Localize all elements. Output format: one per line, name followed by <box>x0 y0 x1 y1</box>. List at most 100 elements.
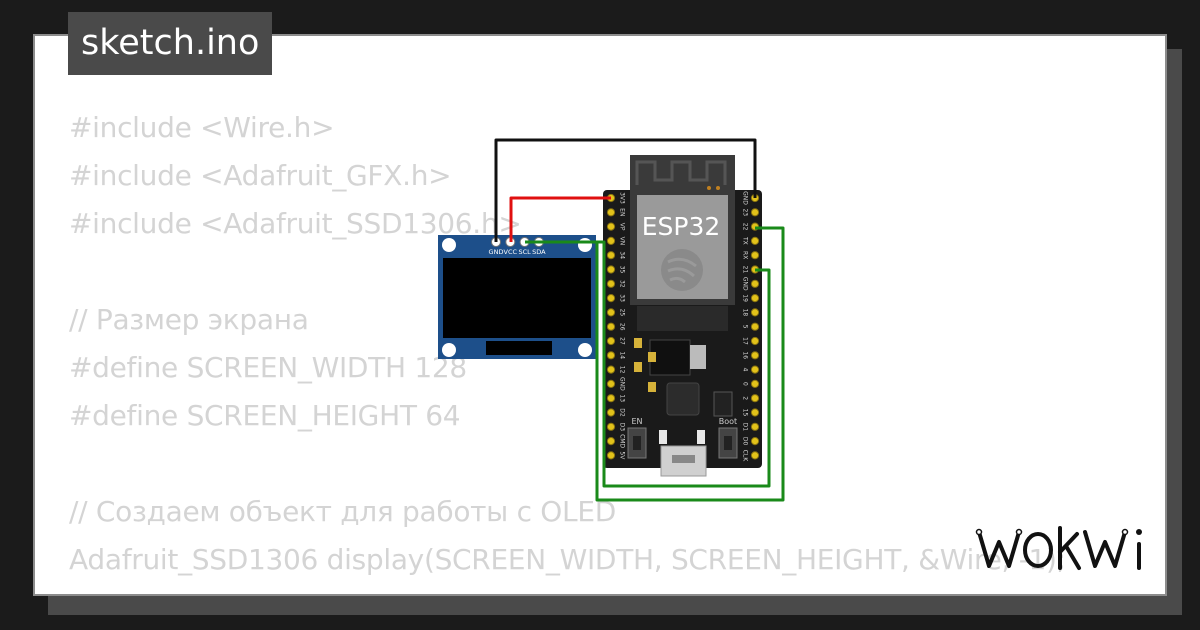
oled-screen <box>443 258 591 338</box>
wire-gnd[interactable] <box>494 138 757 242</box>
esp32-pin-gnd[interactable] <box>750 279 760 288</box>
smd-component <box>690 345 706 369</box>
smd-component <box>697 430 705 444</box>
esp32-pin-label: D0 <box>742 437 749 446</box>
en-button-cap <box>633 436 641 450</box>
esp32-pin-cmd[interactable] <box>606 437 616 446</box>
esp32-pin-33[interactable] <box>606 294 616 303</box>
smd-transistor <box>713 391 733 417</box>
code-preview: #include <Wire.h> #include <Adafruit_GFX.… <box>69 104 1066 584</box>
esp32-pin-18[interactable] <box>750 308 760 317</box>
esp32-pin-label: 26 <box>619 323 626 331</box>
esp32-pin-4[interactable] <box>750 365 760 374</box>
esp32-pin-label: 12 <box>619 366 626 374</box>
esp32-pin-label: CLK <box>742 450 749 463</box>
esp32-pin-23[interactable] <box>750 208 760 217</box>
esp32-pin-d1[interactable] <box>750 422 760 431</box>
esp32-pin-25[interactable] <box>606 308 616 317</box>
esp32-pin-label: 5V <box>619 451 626 460</box>
code-line: #include <Adafruit_SSD1306.h> <box>69 207 522 240</box>
esp32-pin-19[interactable] <box>750 294 760 303</box>
esp32-pin-label: 18 <box>742 309 749 317</box>
esp32-pin-label: 19 <box>742 294 749 302</box>
esp32-pin-label: 25 <box>619 309 626 317</box>
esp32-pin-rx[interactable] <box>750 251 760 260</box>
smd-component <box>659 430 667 444</box>
wokwi-logo <box>975 526 1142 570</box>
esp32-pin-d2[interactable] <box>606 408 616 417</box>
esp32-pin-12[interactable] <box>606 365 616 374</box>
micro-usb-port[interactable] <box>660 445 707 477</box>
esp32-pin-label: D2 <box>619 408 626 417</box>
esp32-pin-vp[interactable] <box>606 222 616 231</box>
esp32-pin-label: TX <box>742 236 749 245</box>
esp32-pin-label: EN <box>619 208 626 216</box>
esp32-pin-32[interactable] <box>606 279 616 288</box>
esp32-pin-15[interactable] <box>750 408 760 417</box>
smd-led <box>648 382 656 392</box>
oled-pin-label: GND <box>489 248 504 256</box>
esp32-pin-35[interactable] <box>606 265 616 274</box>
esp32-pin-label: 3V3 <box>619 192 626 204</box>
esp32-pin-label: GND <box>619 377 626 391</box>
esp32-pin-34[interactable] <box>606 251 616 260</box>
preview-card: #include <Wire.h> #include <Adafruit_GFX.… <box>33 34 1167 596</box>
esp32-pin-label: VN <box>619 237 626 246</box>
esp32-pin-16[interactable] <box>750 351 760 360</box>
wire-sda[interactable] <box>539 240 771 488</box>
esp32-pin-label: 17 <box>742 337 749 345</box>
esp32-pin-5[interactable] <box>750 322 760 331</box>
esp32-pin-label: 35 <box>619 266 626 274</box>
oled-pin-label: SCL <box>518 248 531 256</box>
code-line: // Размер экрана <box>69 303 309 336</box>
antenna-trace <box>635 160 727 185</box>
esp32-pin-label: 33 <box>619 294 626 302</box>
esp32-pin-clk[interactable] <box>750 451 760 460</box>
esp32-pin-gnd[interactable] <box>606 379 616 388</box>
esp32-pin-label: 21 <box>742 266 749 274</box>
wires <box>494 138 785 502</box>
esp32-devkit[interactable]: ESP32 EN Boot 3V3ENVPVN34353233252627141… <box>603 155 762 477</box>
file-name-tab[interactable]: sketch.ino <box>68 12 273 75</box>
esp32-pin-tx[interactable] <box>750 236 760 245</box>
smd-led <box>634 362 642 372</box>
esp32-pin-d0[interactable] <box>750 437 760 446</box>
esp32-pin-label: 0 <box>742 382 749 386</box>
esp32-pin-label: RX <box>742 251 749 259</box>
esp32-pin-label: GND <box>742 191 749 205</box>
esp32-pin-label: 32 <box>619 280 626 288</box>
esp32-pin-27[interactable] <box>606 336 616 346</box>
esp32-pin-5v[interactable] <box>606 451 616 460</box>
mount-hole <box>442 238 456 252</box>
code-line: #include <Wire.h> <box>69 111 335 144</box>
esp32-pin-26[interactable] <box>606 322 616 331</box>
wire-vcc[interactable] <box>509 196 611 242</box>
esp32-pin-label: D3 <box>619 423 626 432</box>
esp32-pin-label: 34 <box>619 251 626 259</box>
esp32-pin-14[interactable] <box>606 351 616 360</box>
esp32-pin-2[interactable] <box>750 394 760 403</box>
esp32-pin-d3[interactable] <box>606 422 616 431</box>
code-line: #define SCREEN_HEIGHT 64 <box>69 399 461 432</box>
esp32-pin-label: 23 <box>742 208 749 216</box>
esp32-pin-0[interactable] <box>750 379 760 388</box>
mount-hole <box>442 343 456 357</box>
esp32-pin-label: D1 <box>742 423 749 432</box>
esp32-pin-label: 16 <box>742 351 749 359</box>
oled-ribbon <box>486 341 552 355</box>
antenna-pad <box>716 186 720 190</box>
usb-port-opening <box>672 455 695 463</box>
esp32-pin-13[interactable] <box>606 394 616 403</box>
oled-pin-label: VCC <box>504 248 518 256</box>
code-line: // Создаем объект для работы с OLED <box>69 495 616 528</box>
esp32-pin-label: 2 <box>742 396 749 400</box>
oled-pin-label: SDA <box>532 248 546 256</box>
esp32-pin-vn[interactable] <box>606 236 616 245</box>
espressif-logo-mark <box>667 257 697 284</box>
esp32-pin-label: CMD <box>619 434 626 448</box>
code-line: #include <Adafruit_GFX.h> <box>69 159 452 192</box>
esp32-pin-17[interactable] <box>750 336 760 346</box>
esp32-pin-en[interactable] <box>606 208 616 217</box>
